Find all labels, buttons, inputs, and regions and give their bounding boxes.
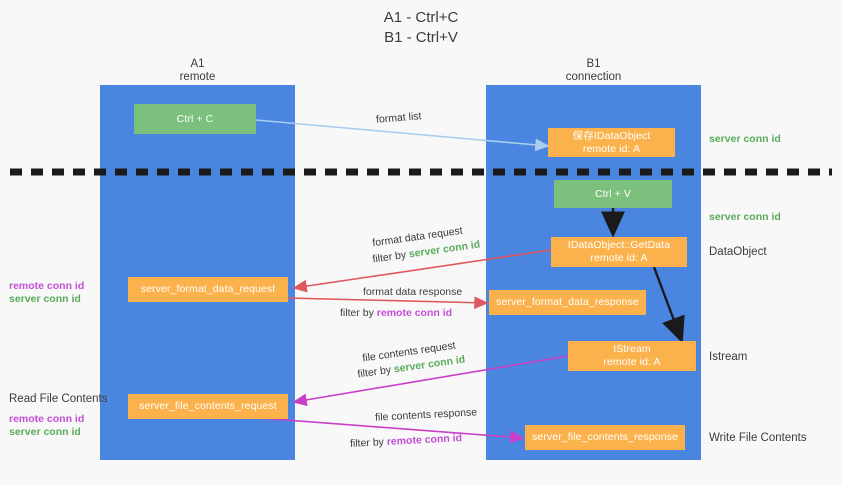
right-label-server-conn-id-top: server conn id bbox=[709, 133, 781, 145]
remote-conn-id-token-2: remote conn id bbox=[386, 432, 463, 448]
page-title: A1 - Ctrl+C B1 - Ctrl+V bbox=[0, 8, 842, 48]
node-ctrl-v[interactable]: Ctrl + V bbox=[554, 180, 672, 208]
node-idataobject-getdata-line2: remote id: A bbox=[590, 252, 648, 264]
left-label-remote-conn-id-low: remote conn id bbox=[9, 413, 85, 425]
lane-header-b1: B1 connection bbox=[486, 58, 701, 84]
edge-label-format-list: format list bbox=[375, 110, 422, 126]
lane-b1-subtitle: connection bbox=[565, 71, 622, 83]
lane-a1-subtitle: remote bbox=[179, 71, 216, 83]
left-label-remote-conn-id-mid: remote conn id bbox=[9, 280, 85, 292]
edge-label-file-contents-response-filter: filter by remote conn id bbox=[350, 431, 463, 451]
left-label-server-conn-id-low: server conn id bbox=[9, 426, 81, 438]
node-idataobject-getdata-line1: IDataObject::GetData bbox=[567, 239, 671, 251]
node-istream[interactable]: IStream remote id: A bbox=[568, 341, 696, 371]
node-server-format-data-request-label: server_format_data_request bbox=[140, 283, 276, 295]
left-label-server-conn-id-mid: server conn id bbox=[9, 293, 81, 305]
filter-by-text-2: filter by bbox=[340, 307, 377, 319]
left-label-read-file-contents: Read File Contents bbox=[9, 393, 108, 405]
right-label-istream: Istream bbox=[709, 351, 748, 363]
node-server-file-contents-request[interactable]: server_file_contents_request bbox=[128, 394, 288, 419]
filter-by-text-3: filter by bbox=[356, 363, 395, 381]
title-line-2: B1 - Ctrl+V bbox=[384, 29, 458, 46]
node-ctrl-c[interactable]: Ctrl + C bbox=[134, 104, 256, 134]
node-ctrl-v-label: Ctrl + V bbox=[594, 187, 632, 200]
node-ctrl-c-label: Ctrl + C bbox=[176, 112, 214, 125]
remote-conn-id-token-1: remote conn id bbox=[376, 307, 453, 319]
right-label-write-file-contents: Write File Contents bbox=[709, 432, 807, 444]
title-line-1: A1 - Ctrl+C bbox=[383, 9, 459, 26]
node-server-format-data-response-label: server_format_data_response bbox=[496, 296, 639, 308]
node-idataobject-getdata[interactable]: IDataObject::GetData remote id: A bbox=[551, 237, 687, 267]
node-istream-line2: remote id: A bbox=[603, 356, 661, 368]
right-label-server-conn-id-second: server conn id bbox=[709, 211, 781, 223]
right-label-dataobject: DataObject bbox=[709, 246, 767, 258]
lane-b1-name: B1 bbox=[586, 58, 601, 70]
node-istream-line1: IStream bbox=[613, 343, 651, 355]
edge-label-format-data-response: format data response bbox=[363, 286, 463, 298]
edge-label-format-data-response-filter: filter by remote conn id bbox=[340, 306, 452, 320]
node-server-file-contents-response[interactable]: server_file_contents_response bbox=[525, 425, 685, 450]
node-save-idataobject-line2: remote id: A bbox=[582, 142, 641, 155]
node-server-format-data-request[interactable]: server_format_data_request bbox=[128, 277, 288, 302]
filter-by-text-1: filter by bbox=[371, 248, 410, 266]
filter-by-text-4: filter by bbox=[349, 436, 388, 450]
lane-header-a1: A1 remote bbox=[100, 58, 295, 84]
lane-a1-name: A1 bbox=[190, 58, 205, 70]
edge-label-file-contents-response: file contents response bbox=[374, 406, 478, 424]
node-server-format-data-response[interactable]: server_format_data_response bbox=[489, 290, 646, 315]
node-save-idataobject[interactable]: 保存IDataObject remote id: A bbox=[548, 128, 675, 157]
node-server-file-contents-response-label: server_file_contents_response bbox=[532, 431, 678, 443]
node-server-file-contents-request-label: server_file_contents_request bbox=[139, 400, 277, 412]
node-save-idataobject-line1: 保存IDataObject bbox=[572, 129, 651, 142]
